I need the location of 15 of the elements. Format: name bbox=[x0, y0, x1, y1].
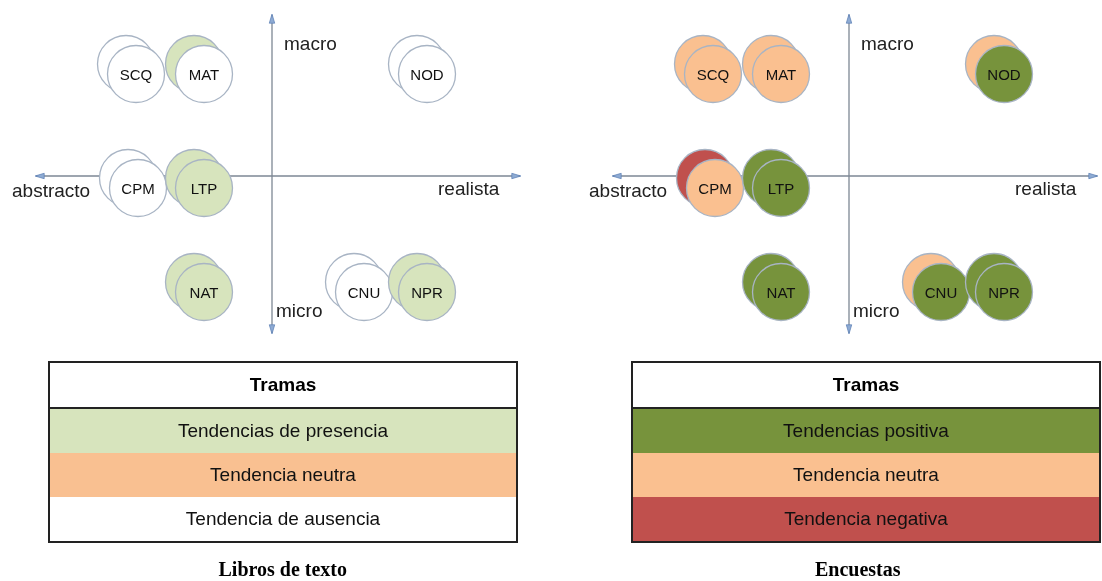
axis-label: macro bbox=[284, 33, 337, 55]
axis-label: micro bbox=[853, 300, 900, 322]
legend-entry: Tendencia neutra bbox=[633, 453, 1099, 497]
axis-label: realista bbox=[438, 178, 500, 200]
axis-label: micro bbox=[276, 300, 323, 322]
axis-label: realista bbox=[1015, 178, 1077, 200]
legend-entry: Tendencias de presencia bbox=[50, 409, 516, 453]
axis-label: abstracto bbox=[12, 180, 91, 202]
axis-label: abstracto bbox=[589, 180, 668, 202]
legend-entry: Tendencia negativa bbox=[633, 497, 1099, 541]
legend-entry: Tendencias positiva bbox=[633, 409, 1099, 453]
legend-entry: Tendencia neutra bbox=[50, 453, 516, 497]
panel-caption: Encuestas bbox=[815, 558, 901, 581]
panel-caption: Libros de texto bbox=[218, 558, 347, 581]
axis-label: macro bbox=[861, 33, 914, 55]
